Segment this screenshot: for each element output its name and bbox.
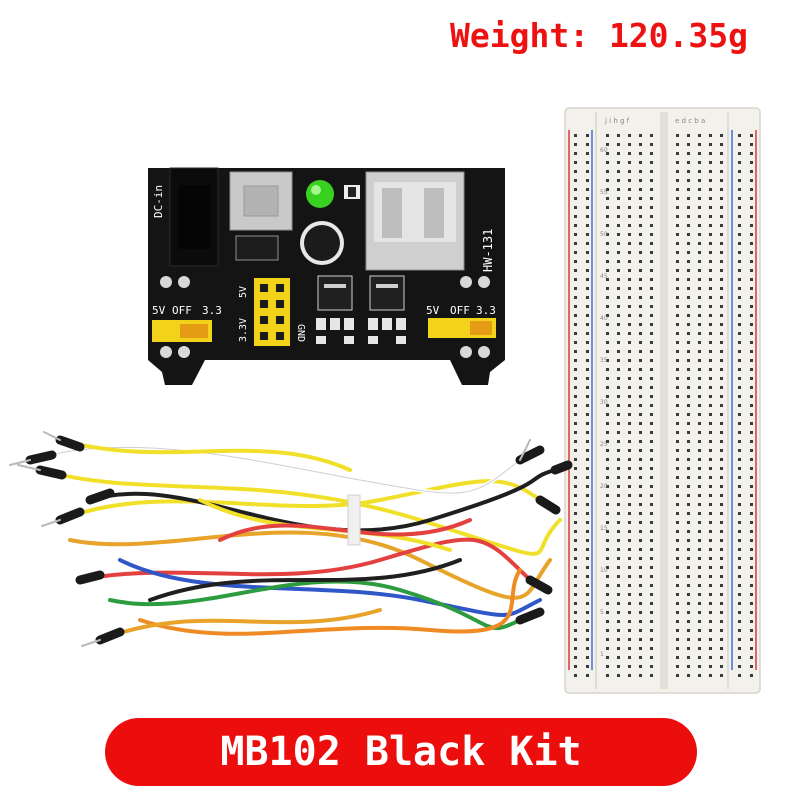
power-led [306,180,334,208]
weight-label: Weight: 120.35g [450,16,749,55]
row-number: 1 [600,651,604,658]
right-off-label: OFF [450,304,470,317]
row-number: 10 [600,567,608,574]
voltage-regulator-left [317,275,353,311]
product-name-label: MB102 Black Kit [220,729,582,775]
row-number: 35 [600,357,608,364]
breadboard-holes [574,134,753,677]
left-5v-label: 5V [152,304,166,317]
row-number: 5 [600,609,604,616]
header-gnd-label: GND [295,324,306,342]
row-number: 15 [600,525,608,532]
left-33-label: 3.3 [202,304,222,317]
right-5v-label: 5V [426,304,440,317]
dc-in-label: DC-in [152,185,165,218]
row-number: 20 [600,483,608,490]
column-letters-top-right: e d c b a [675,117,705,125]
left-off-label: OFF [172,304,192,317]
row-number: 55 [600,189,608,196]
row-number: 60 [600,147,608,154]
row-number: 50 [600,231,608,238]
jumper-wires [9,431,573,647]
breadboard: j i h g f e d c b a 60555045403530252015… [564,107,761,694]
row-number: 25 [600,441,608,448]
row-numbers: 60 55 50 45 40 35 30 25 20 15 10 5 1 [600,147,608,658]
voltage-regulator-right [369,275,405,311]
header-5v-label: 5V [238,286,249,298]
product-name-banner: MB102 Black Kit [105,718,697,786]
column-letters-top: j i h g f [604,117,630,125]
model-label: HW-131 [481,229,495,272]
row-number: 30 [600,399,608,406]
header-33v-label: 3.3V [238,318,249,342]
row-number: 40 [600,315,608,322]
pin-header [254,278,290,346]
right-33-label: 3.3 [476,304,496,317]
row-number: 45 [600,273,608,280]
power-module: DC-in HW-131 5V OFF 3.3 5V OFF 3.3 5V 3.… [148,167,505,385]
